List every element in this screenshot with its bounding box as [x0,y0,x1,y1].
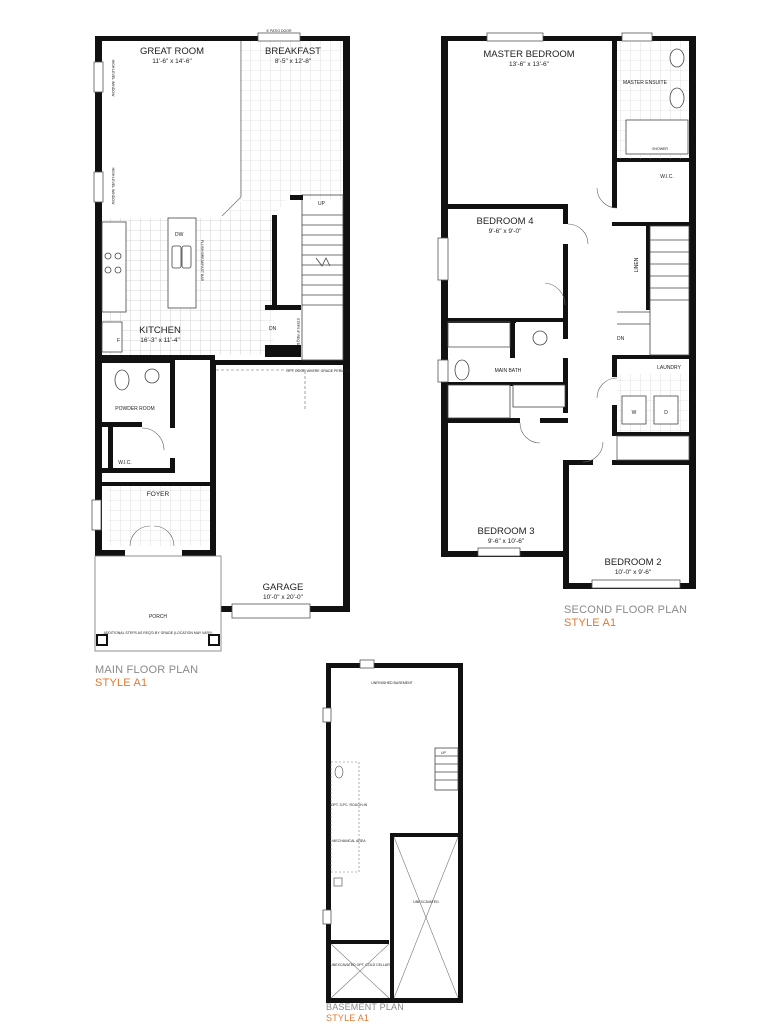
shower-label: SHOWER [652,147,668,151]
garage-name: GARAGE [263,582,304,593]
second-wic-name: W.I.C. [660,174,674,180]
basement-caption-style: STYLE A1 [326,1013,370,1023]
bedroom4-dims: 9'-6" x 9'-0" [489,228,522,235]
high-level-window-1 [93,61,104,93]
kitchen-counters [101,217,197,353]
bedroom3-dims: 9'-6" x 10'-6" [488,538,525,545]
garage-door [231,603,311,619]
basement-plan: UP UNFINISHED BASEMENT MECHANICAL AREA U… [322,659,463,1003]
foyer-name: FOYER [147,491,170,498]
basement-caption: BASEMENT PLAN STYLE A1 [326,1002,404,1024]
breakfast-tile-floor [240,40,342,200]
mechanical-area-label: MECHANICAL AREA [332,839,366,843]
steps-if-req-label: STEPS IF REQ'D [296,318,300,346]
master-ensuite-name: MASTER ENSUITE [623,80,668,86]
master-bedroom-dims: 13'-6" x 13'-6" [509,61,550,68]
main-stairs-up-label: UP [318,201,326,207]
opt-door-label: OPT. DOOR WHERE GRADE PERMITS [286,369,350,373]
bedroom2-name: BEDROOM 2 [604,557,661,568]
master-bedroom-name: MASTER BEDROOM [483,49,574,60]
linen-name: LINEN [634,257,640,272]
main-floor-caption-style: STYLE A1 [95,677,148,689]
main-bath-name: MAIN BATH [495,368,522,374]
main-interior-walls [102,358,214,486]
bedroom2-dims: 10'-0" x 9'-6" [615,569,652,576]
patio-door [257,32,301,42]
fridge-label: F [117,338,120,344]
high-level-window-2 [93,171,104,203]
basement-walls [326,663,463,1003]
powder-room-name: POWDER ROOM [115,406,154,412]
great-room-name: GREAT ROOM [140,46,204,57]
garage-dims: 10'-0" x 20'-0" [263,594,304,601]
second-interior-walls [448,41,689,465]
main-wic-name: W.I.C. [118,460,132,466]
breakfast-bar-label: FLUSH BREAKFAST BAR [200,240,204,282]
basement-stairs-up-label: UP [441,751,447,755]
basement-caption-title: BASEMENT PLAN [326,1002,404,1012]
second-floor-plan: SHOWER DN W D [437,32,696,589]
porch-outline [94,555,222,652]
unexcavated-label: UNEXCAVATED [413,900,439,904]
second-stairs [617,225,690,356]
patio-door-label: 6' PATIO DOOR [266,29,292,33]
main-exterior-walls [95,36,350,612]
rough-in-label: OPT. 3-PC. ROUGH-IN [331,803,368,807]
main-floor-caption: MAIN FLOOR PLAN STYLE A1 [95,664,198,690]
second-floor-caption: SECOND FLOOR PLAN STYLE A1 [564,604,687,630]
porch-name: PORCH [149,614,167,620]
second-floor-caption-title: SECOND FLOOR PLAN [564,604,688,616]
unfinished-basement-label: UNFINISHED BASEMENT [371,681,413,685]
foyer-tile-floor [108,484,214,546]
high-level-window-label-1: HIGH LEVEL WINDOW [111,60,115,98]
breakfast-dims: 8'-5" x 12'-8" [275,58,312,65]
porch-steps-note: ADDITIONAL STEPS AS REQ'D BY GRADE (LOCA… [104,631,213,635]
bedroom4-name: BEDROOM 4 [476,216,533,227]
kitchen-dims: 16'-3" x 11'-4" [140,337,180,344]
dishwasher-label: DW [175,232,184,238]
main-stairs [301,194,344,361]
breakfast-name: BREAKFAST [265,46,321,57]
bedroom3-name: BEDROOM 3 [477,526,534,537]
unexcavated-cold-cellar-label: UNEXCAVATED OPT. COLD CELLAR [330,963,390,967]
great-room-dims: 11'-6" x 14'-6" [152,58,192,65]
laundry-name: LAUNDRY [657,365,681,371]
main-stairs-down-label: DN [269,326,277,332]
washer-label: W [632,410,637,416]
kitchen-name: KITCHEN [139,325,181,336]
high-level-window-label-2: HIGH LEVEL WINDOW [111,168,115,206]
second-floor-caption-style: STYLE A1 [564,617,617,629]
main-floor-caption-title: MAIN FLOOR PLAN [95,664,199,676]
second-stairs-down-label: DN [617,336,625,342]
main-floor-plan: 6' PATIO DOOR HIGH LEVEL WINDOW HIGH LEV… [91,29,350,652]
dryer-label: D [664,410,668,416]
